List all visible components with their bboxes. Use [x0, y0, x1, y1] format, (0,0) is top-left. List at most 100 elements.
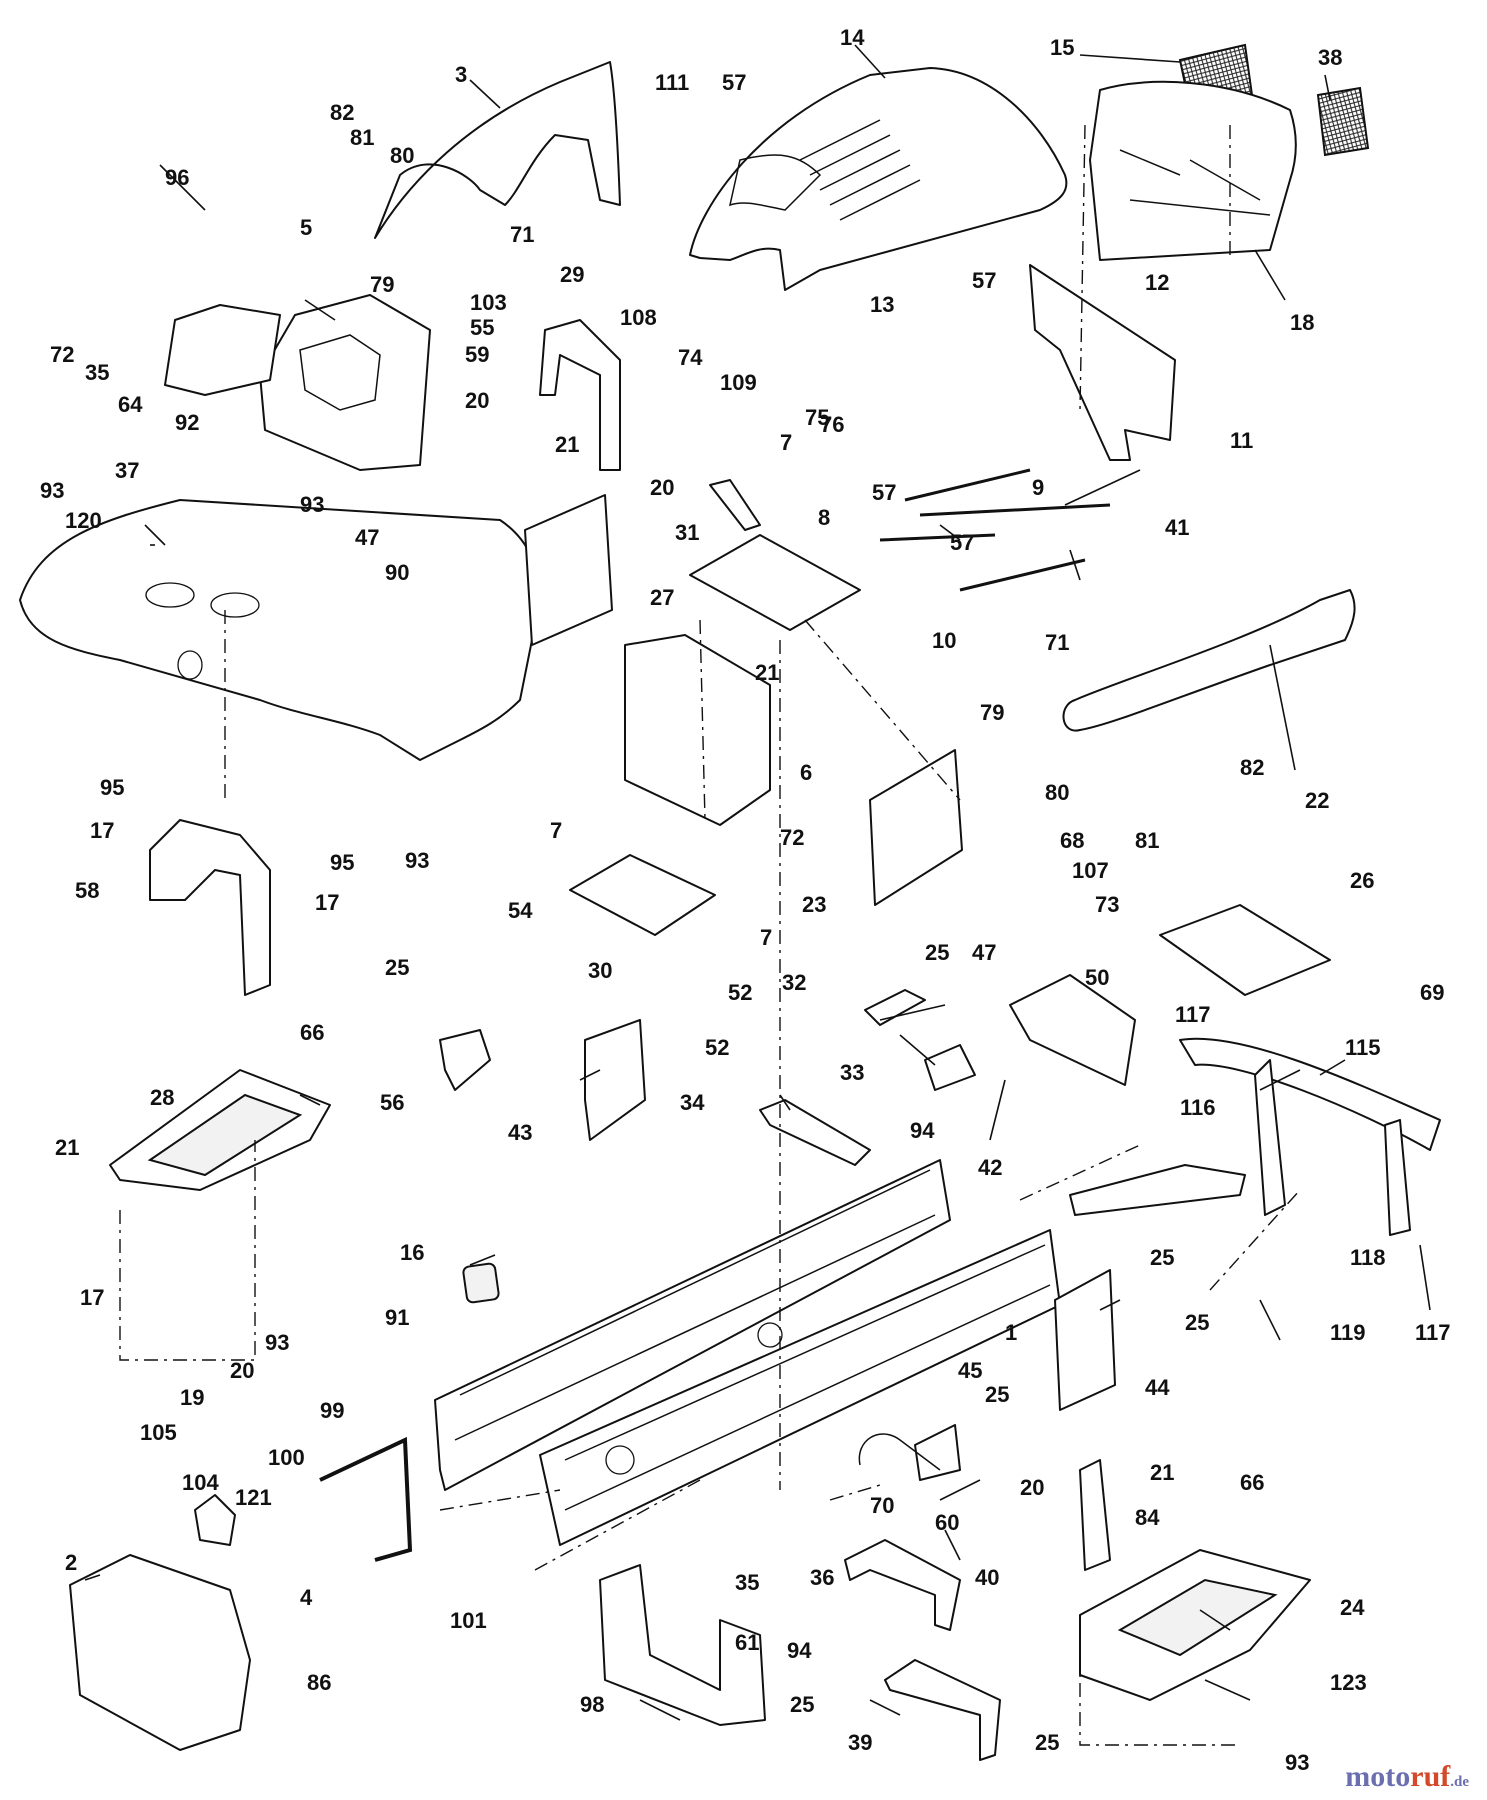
callout-70: 70 [870, 1493, 894, 1518]
callout-17: 17 [80, 1285, 104, 1310]
callout-74: 74 [678, 345, 703, 370]
callout-73: 73 [1095, 892, 1119, 917]
callout-54: 54 [508, 898, 533, 923]
callout-10: 10 [932, 628, 956, 653]
frame-91 [434, 1159, 951, 1491]
fender-part [374, 61, 621, 239]
callout-7: 7 [780, 430, 792, 455]
callout-95: 95 [100, 775, 124, 800]
callout-93: 93 [40, 478, 64, 503]
callout-24: 24 [1340, 1595, 1365, 1620]
callout-100: 100 [268, 1445, 305, 1470]
rear-body [19, 499, 541, 761]
callout-66: 66 [300, 1020, 324, 1045]
frame-hole [605, 1445, 635, 1475]
callout-101: 101 [450, 1608, 487, 1633]
callout-121: 121 [235, 1485, 272, 1510]
callout-8: 8 [818, 505, 830, 530]
bracket-43 [584, 1019, 646, 1141]
bracket-45 [914, 1424, 961, 1481]
bracket-58 [149, 819, 271, 996]
callout-21: 21 [755, 660, 779, 685]
callout-1: 1 [1005, 1320, 1017, 1345]
callout-28: 28 [150, 1085, 174, 1110]
callout-76: 76 [820, 412, 844, 437]
callout-82: 82 [330, 100, 354, 125]
callout-17: 17 [90, 818, 114, 843]
callout-111: 111 [655, 70, 689, 95]
plate-27 [524, 494, 613, 646]
callout-20: 20 [465, 388, 489, 413]
callout-60: 60 [935, 1510, 959, 1535]
rear-body-hole [210, 592, 260, 618]
callout-21: 21 [1150, 1460, 1174, 1485]
callout-94: 94 [910, 1118, 935, 1143]
callout-58: 58 [75, 878, 99, 903]
callout-38: 38 [1318, 45, 1342, 70]
callout-72: 72 [780, 825, 804, 850]
callout-labels: 3 111 57 14 15 38 82 81 80 96 71 79 5 29… [40, 25, 1451, 1775]
plate-2 [69, 1554, 251, 1751]
callout-50: 50 [1085, 965, 1109, 990]
callout-99: 99 [320, 1398, 344, 1423]
callout-25: 25 [385, 955, 409, 980]
callout-90: 90 [385, 560, 409, 585]
callout-59: 59 [465, 342, 489, 367]
callout-57: 57 [950, 530, 974, 555]
pin-70 [858, 1433, 941, 1471]
rod-10 [879, 533, 1086, 592]
callout-32: 32 [782, 970, 806, 995]
callout-93: 93 [405, 848, 429, 873]
center-lines [119, 124, 1301, 1746]
callout-18: 18 [1290, 310, 1314, 335]
callout-42: 42 [978, 1155, 1002, 1180]
callout-4: 4 [300, 1585, 313, 1610]
callout-115: 115 [1345, 1035, 1381, 1060]
link-116 [1069, 1164, 1246, 1216]
callout-11: 11 [1230, 428, 1253, 453]
rod-99 [319, 1436, 413, 1562]
callout-86: 86 [307, 1670, 331, 1695]
callout-57: 57 [872, 480, 896, 505]
mount-plate-23 [869, 749, 963, 906]
callout-39: 39 [848, 1730, 872, 1755]
callout-98: 98 [580, 1692, 604, 1717]
callout-7: 7 [760, 925, 772, 950]
callout-79: 79 [370, 272, 394, 297]
callout-96: 96 [165, 165, 189, 190]
callout-15: 15 [1050, 35, 1074, 60]
grille-part [1089, 80, 1297, 261]
hood-vents [799, 119, 921, 221]
callout-33: 33 [840, 1060, 864, 1085]
callout-91: 91 [385, 1305, 409, 1330]
callout-27: 27 [650, 585, 674, 610]
callout-92: 92 [175, 410, 199, 435]
callout-23: 23 [802, 892, 826, 917]
callout-21: 21 [555, 432, 579, 457]
callout-20: 20 [1020, 1475, 1044, 1500]
callout-66: 66 [1240, 1470, 1264, 1495]
callout-120: 120 [65, 508, 102, 533]
callout-25: 25 [1185, 1310, 1209, 1335]
callout-6: 6 [800, 760, 812, 785]
bracket-98 [599, 1564, 766, 1726]
callout-16: 16 [400, 1240, 424, 1265]
callout-103: 103 [470, 290, 507, 315]
callout-37: 37 [115, 458, 139, 483]
bar-115 [1179, 1037, 1441, 1151]
callout-108: 108 [620, 305, 657, 330]
callout-43: 43 [508, 1120, 532, 1145]
cover-plate [164, 304, 281, 396]
callout-71: 71 [1045, 630, 1069, 655]
hood-front [728, 154, 822, 211]
bracket-50 [1009, 974, 1136, 1086]
callout-30: 30 [588, 958, 612, 983]
callout-47: 47 [972, 940, 996, 965]
callout-20: 20 [230, 1358, 254, 1383]
callout-95: 95 [330, 850, 354, 875]
bracket-84 [1079, 1459, 1111, 1571]
callout-35: 35 [735, 1570, 759, 1595]
callout-25: 25 [925, 940, 949, 965]
rod-9 [904, 468, 1111, 517]
screen-right [1316, 86, 1370, 157]
